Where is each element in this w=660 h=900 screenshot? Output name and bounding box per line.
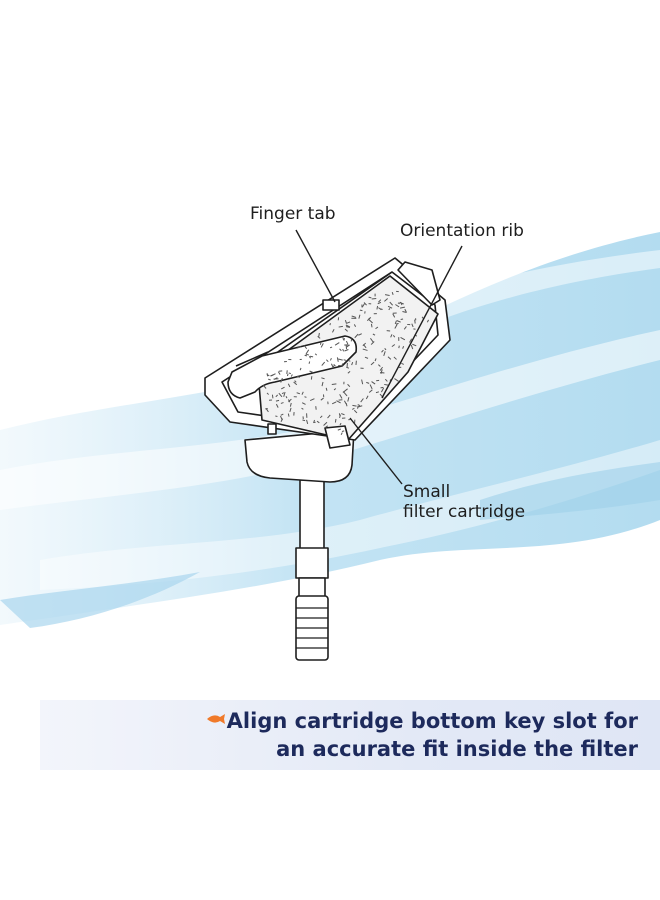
cartridge-texture	[262, 290, 429, 435]
filter-unit	[204, 257, 451, 661]
label-small-line1: Small	[403, 482, 451, 502]
banner-line-1: Align cartridge bottom key slot for	[226, 709, 638, 733]
fish-icon	[207, 714, 225, 724]
info-banner: Align cartridge bottom key slot for an a…	[40, 700, 660, 770]
label-finger-tab: Finger tab	[250, 204, 336, 224]
banner-line-2: an accurate fit inside the filter	[276, 737, 638, 761]
leader-lines	[295, 229, 463, 485]
label-orientation-rib: Orientation rib	[400, 221, 524, 241]
banner-text: Align cartridge bottom key slot for an a…	[227, 707, 638, 763]
label-small-filter-cartridge: Small filter cartridge	[403, 482, 525, 522]
label-small-line2: filter cartridge	[403, 502, 526, 522]
